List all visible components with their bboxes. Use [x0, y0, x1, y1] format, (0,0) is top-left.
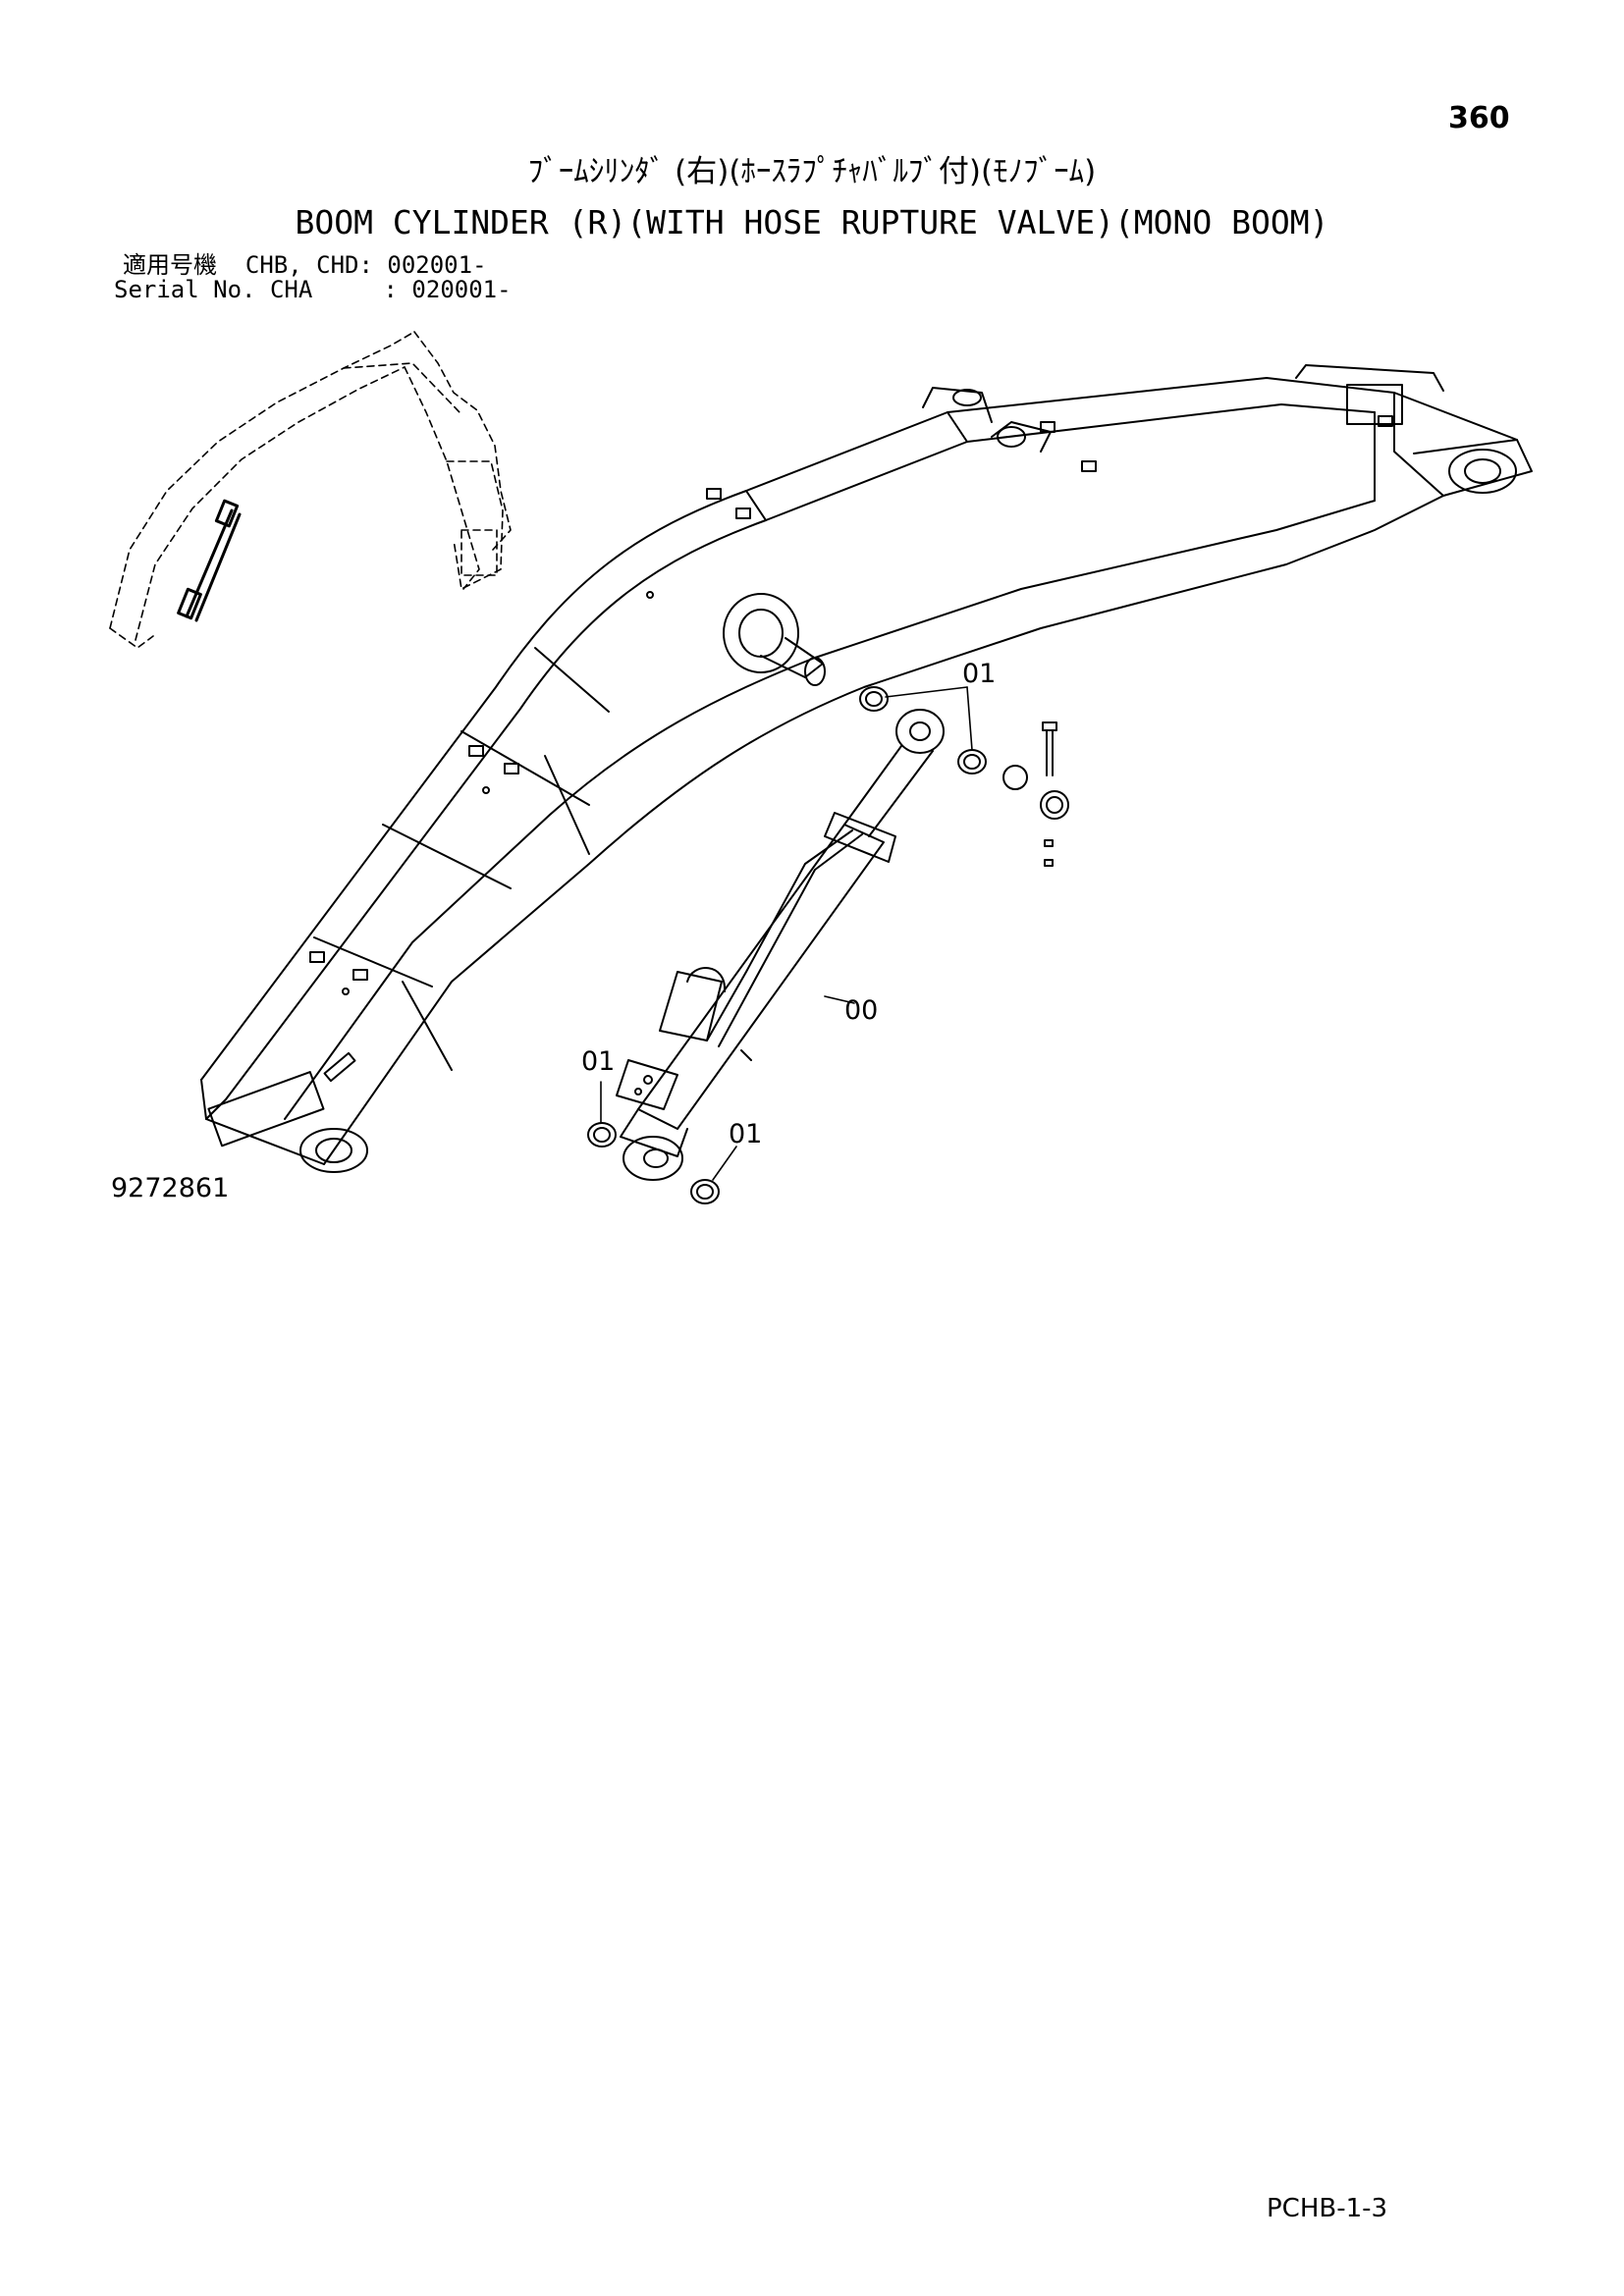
- callout-cylinder: 00: [844, 995, 878, 1026]
- cylinder-mount-boss: [723, 593, 826, 686]
- document-code: PCHB-1-3: [1267, 2194, 1388, 2223]
- figure-number: 9272861: [111, 1173, 230, 1203]
- boom-structure: [200, 364, 1533, 1173]
- leader-lines: [600, 686, 973, 1181]
- callout-bushing-lower-left: 01: [581, 1046, 615, 1077]
- applicability-line-2: Serial No. CHA : 020001-: [114, 276, 512, 303]
- bushing-upper-right: [957, 749, 987, 774]
- retaining-plate: [1040, 790, 1069, 820]
- bushing-lower-left: [587, 1122, 617, 1148]
- callout-bushing-upper: 01: [962, 659, 996, 689]
- lock-bolt: [1042, 721, 1057, 867]
- callout-bushing-lower-right: 01: [729, 1119, 762, 1149]
- page-number: 360: [1448, 101, 1510, 135]
- bushing-upper-left: [859, 686, 889, 712]
- bushing-lower-right: [690, 1179, 720, 1204]
- parts-drawing: 01 00 01 01: [109, 331, 1533, 1204]
- title-japanese: ﾌﾞｰﾑｼﾘﾝﾀﾞ (右)(ﾎｰｽﾗﾌﾟﾁｬﾊﾞﾙﾌﾞ付)(ﾓﾉﾌﾞｰﾑ): [527, 154, 1097, 189]
- boom-cylinder: [616, 709, 945, 1181]
- title-english: BOOM CYLINDER (R)(WITH HOSE RUPTURE VALV…: [295, 203, 1329, 241]
- overview-thumbnail: [109, 331, 512, 649]
- applicability-line-1: 適用号機 CHB, CHD: 002001-: [123, 251, 487, 279]
- o-ring: [1002, 765, 1028, 790]
- overview-cylinder-highlight: [177, 499, 242, 622]
